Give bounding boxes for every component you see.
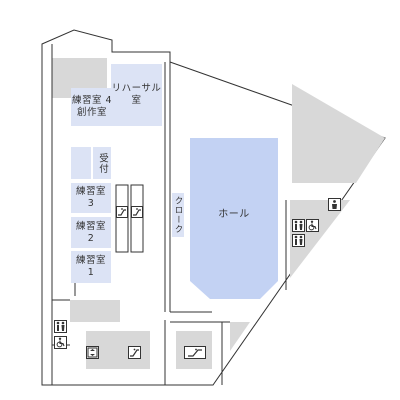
gray-block-left-a [70, 300, 120, 322]
practice-room-2-label: 練習室 2 [75, 221, 106, 244]
practice-room-3-label: 練習室 3 [75, 186, 106, 209]
cloak-label: クローク [173, 196, 183, 234]
gray-block-bottom-right [230, 322, 250, 351]
escalator-icon [131, 206, 143, 218]
practice-room-1-label: 練習室 1 [75, 255, 106, 278]
escalator-icon [128, 346, 141, 359]
practice-room-3 [71, 183, 111, 213]
escalator-rail [115, 184, 129, 253]
cloak-room [172, 193, 184, 237]
practice-room-1 [71, 251, 111, 283]
hall-label: ホール [218, 209, 250, 220]
restroom-icon [54, 320, 67, 333]
restroom-icon [292, 219, 305, 232]
baby-care-icon [328, 198, 341, 211]
multipurpose-restroom-icon [292, 234, 305, 247]
reception-area [71, 147, 91, 179]
elevator-icon [86, 346, 99, 359]
escalator-icon [184, 346, 206, 359]
wheelchair-icon [306, 219, 319, 232]
practice-room-2 [71, 217, 111, 248]
escalator-icon [116, 206, 128, 218]
escalator-rail [130, 184, 144, 253]
practice-room-4 [71, 88, 111, 126]
rehearsal-room [111, 64, 162, 126]
hall [190, 138, 278, 299]
gray-block-top-right [292, 84, 385, 183]
reception-label: 受付 [97, 152, 108, 174]
reception-desk [93, 147, 111, 179]
rehearsal-room-label: リハーサル 室 [111, 83, 162, 106]
gray-block-right-corridor [290, 200, 350, 278]
practice-room-4-label: 練習室 4 創作室 [71, 95, 113, 118]
wheelchair-icon [54, 336, 67, 349]
